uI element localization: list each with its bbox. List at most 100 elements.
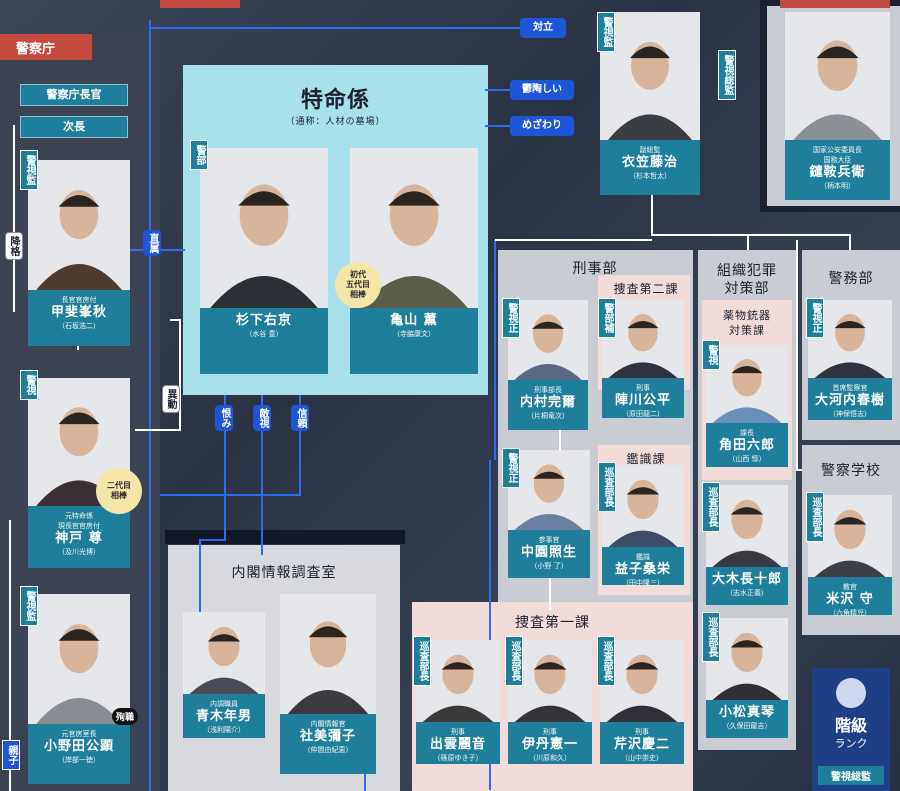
- relation-chokuzoku: 直属: [143, 230, 161, 256]
- npa-header: 警察庁: [0, 34, 92, 60]
- person-actor: （山西 惇）: [728, 455, 766, 463]
- naicho-top: [165, 530, 405, 544]
- person-role: 刑事部長: [534, 386, 562, 394]
- tokumei-title: 特命係: [300, 87, 370, 113]
- person-name: 社美彌子: [299, 729, 356, 744]
- relation-idou: 異動: [162, 385, 180, 413]
- badge-oyako: 親子: [2, 740, 20, 770]
- person-role: 鑑識: [636, 553, 650, 561]
- portrait-figure: [793, 40, 882, 140]
- caption-nakazono: 参事官中園照生（小野 了）: [508, 530, 590, 578]
- person-actor: （原田龍二）: [622, 410, 664, 418]
- relation-uttoushii: 鬱陶しい: [510, 80, 574, 100]
- rank-tag-keishi: 警視: [702, 340, 720, 370]
- portrait-figure: [287, 621, 369, 714]
- person-role: 副総監: [639, 146, 661, 154]
- person-name: 益子桑栄: [614, 562, 671, 577]
- person-name: 亀山 薫: [390, 313, 438, 328]
- relation-tairitsu: 対立: [520, 18, 566, 38]
- rank-tag-junsabucho: 巡査部長: [597, 636, 615, 686]
- relation-urami: 恨み: [215, 405, 233, 431]
- person-name: 米沢 守: [826, 592, 874, 607]
- person-actor: （山中崇史）: [621, 754, 663, 762]
- person-role: 刑事: [635, 728, 649, 736]
- person-actor: （志水正義）: [726, 589, 768, 597]
- portrait-nakazono: [508, 450, 590, 530]
- rank-tag-junsabucho: 巡査部長: [598, 462, 616, 512]
- portrait-figure: [608, 41, 692, 140]
- portrait-figure: [189, 626, 259, 694]
- legend-title: 階級: [834, 716, 867, 735]
- portrait-sugishita: [200, 148, 328, 308]
- rank-tag-junsabucho: 巡査部長: [413, 636, 431, 686]
- rank-tag-keibu: 警部: [190, 140, 208, 170]
- relation-tekishi: 敵視: [253, 405, 271, 431]
- caption-ookouchi: 首席監察官大河内春樹（神保悟志）: [808, 378, 892, 420]
- portrait-figure: [608, 314, 678, 378]
- person-role: 元特命係 現長官官房付: [58, 512, 100, 530]
- caption-ookido: 大木長十郎（志水正義）: [706, 567, 788, 605]
- portrait-onoda: [28, 594, 130, 724]
- caption-aoki: 内調職員青木年男（浅利陽介）: [183, 694, 265, 738]
- portrait-figure: [712, 632, 782, 700]
- top-accent-right: [780, 0, 890, 8]
- caption-komatsu: 小松真琴 （久保田龍吉）: [706, 700, 788, 738]
- caption-izumo: 刑事出雲麗音（篠原ゆき子）: [416, 722, 500, 764]
- caption-masuko: 鑑識益子桑栄（田中隆三）: [602, 547, 684, 587]
- person-actor: （久保田龍吉）: [722, 722, 772, 730]
- person-name: 伊丹憲一: [521, 737, 578, 752]
- portrait-kai: [28, 160, 130, 290]
- person-actor: （水谷 豊）: [245, 330, 283, 338]
- person-role: 教官: [843, 583, 857, 591]
- portrait-yashiro: [280, 594, 376, 714]
- caption-serizawa: 刑事芹沢慶二 （山中崇史）: [600, 722, 684, 764]
- portrait-ookouchi: [808, 300, 892, 378]
- rank-tag-keishi: 警視: [20, 370, 38, 400]
- person-role: 課長: [740, 429, 754, 437]
- rank-tag-keishisoukan: 警視総監: [718, 50, 736, 100]
- rank-tag-keishikan: 警視監: [20, 150, 38, 190]
- legend-sub: ランク: [834, 737, 868, 750]
- section-naikaku: 内閣情報調査室: [231, 565, 337, 581]
- portrait-kinugasa: [600, 12, 700, 140]
- rank-tag-junsabucho: 巡査部長: [702, 482, 720, 532]
- person-actor: （片桐竜次）: [527, 412, 569, 420]
- person-actor: （篠原ゆき子）: [433, 754, 483, 762]
- person-role: 国家公安委員長 国務大臣: [813, 146, 862, 164]
- portrait-figure: [210, 184, 318, 308]
- person-name: 陣川公平: [614, 393, 671, 408]
- person-name: 杉下右京: [235, 313, 292, 328]
- person-actor: （小野 了）: [530, 562, 568, 570]
- tokumei-subtitle: （通称：人材の墓場）: [285, 117, 386, 127]
- person-role: 刑事: [636, 384, 650, 392]
- person-name: 鑓鞍兵衛: [809, 165, 866, 180]
- person-name: 神戸 尊: [55, 531, 103, 546]
- relation-mezawari: めざわり: [510, 116, 574, 136]
- person-name: 小松真琴: [718, 705, 775, 720]
- person-role: 首席監察官: [832, 384, 868, 392]
- person-role: 内閣情報官: [310, 720, 346, 728]
- section-gakkou: 警察学校: [821, 463, 881, 479]
- top-accent: [160, 0, 240, 8]
- portrait-figure: [606, 654, 678, 722]
- caption-kanbe: 元特命係 現長官官房付神戸 尊 （及川光博）: [28, 506, 130, 568]
- rank-tag-keishisei: 警視正: [806, 298, 824, 338]
- person-name: 小野田公顕: [43, 739, 114, 754]
- badge-second: 二代目 相棒: [96, 468, 142, 514]
- person-actor: （及川光博）: [58, 548, 100, 556]
- caption-jinkawa: 刑事陣川公平 （原田龍二）: [602, 378, 684, 418]
- caption-uchimura: 刑事部長内村完爾（片桐竜次）: [508, 380, 588, 430]
- section-soshiki: 組織犯罪 対策部: [717, 263, 777, 297]
- portrait-figure: [422, 654, 494, 722]
- person-actor: （仲間由紀恵）: [303, 746, 353, 754]
- caption-kakuda: 課長角田六郎（山西 惇）: [706, 423, 788, 467]
- portrait-kaikatsu: [785, 12, 890, 140]
- section-keimu: 警務部: [828, 271, 874, 287]
- section-kanshiki: 鑑識課: [626, 452, 666, 466]
- portrait-figure: [712, 499, 782, 567]
- caption-kameyama: 亀山 薫（寺脇康文）: [350, 308, 478, 374]
- person-name: 芹沢慶二: [613, 737, 670, 752]
- rank-tag-keishikan: 警視監: [597, 12, 615, 52]
- top-role-jicho: 次長: [20, 116, 128, 138]
- person-actor: （神保悟志）: [829, 410, 871, 418]
